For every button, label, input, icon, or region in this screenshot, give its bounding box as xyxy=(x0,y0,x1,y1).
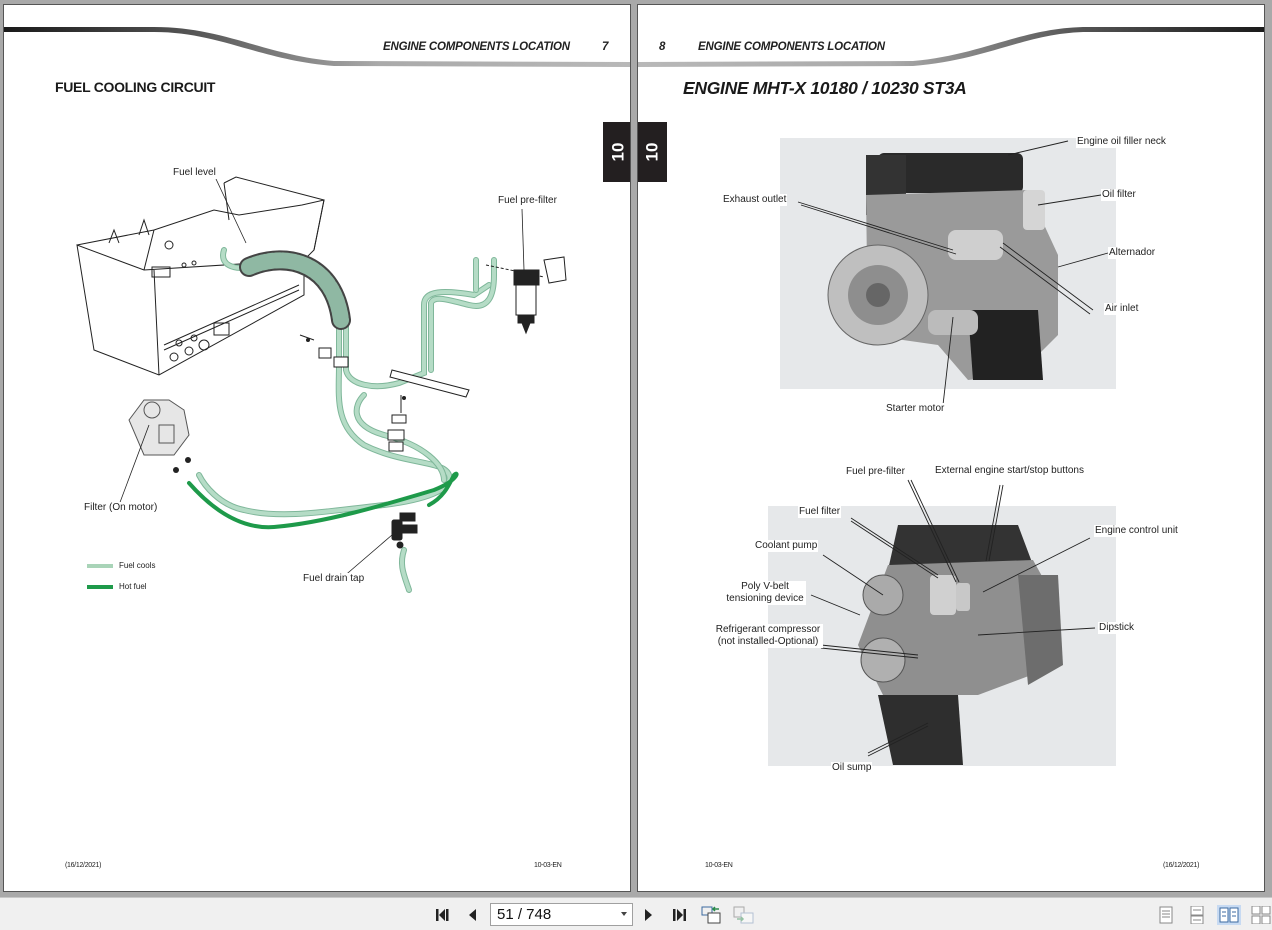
next-page-button[interactable] xyxy=(641,904,657,926)
label-alternador: Alternador xyxy=(1108,247,1157,259)
continuous-facing-icon xyxy=(1251,906,1271,924)
bolts xyxy=(173,338,406,473)
page-title: FUEL COOLING CIRCUIT xyxy=(55,79,216,95)
pre-filter-illustration xyxy=(485,256,567,335)
page-indicator-text: 51 / 748 xyxy=(497,906,552,923)
drain-tap-illustration xyxy=(391,512,418,549)
label-oil-sump: Oil sump xyxy=(831,762,873,774)
view-facing-button[interactable] xyxy=(1217,905,1241,925)
header-swoosh xyxy=(4,27,630,67)
fuel-circuit-diagram xyxy=(76,176,567,593)
label-exhaust-outlet: Exhaust outlet xyxy=(722,194,788,206)
chapter-tab: 10 xyxy=(603,122,630,182)
fuel-tank-illustration xyxy=(76,176,325,376)
view-single-page-button[interactable] xyxy=(1154,905,1178,925)
navigation-toolbar: 51 / 748 xyxy=(0,897,1272,930)
facing-pages-icon xyxy=(1219,907,1239,923)
right-page: 8 ENGINE COMPONENTS LOCATION ENGINE MHT-… xyxy=(637,4,1265,892)
hot-fuel-hose xyxy=(187,471,459,530)
label-poly-v-belt: Poly V-belt tensioning device xyxy=(724,581,806,605)
leader-lines-top xyxy=(797,140,1109,406)
label-fuel-pre-filter: Fuel pre-filter xyxy=(497,195,558,207)
first-page-button[interactable] xyxy=(432,904,454,926)
document-viewer: ENGINE COMPONENTS LOCATION 7 FUEL COOLIN… xyxy=(3,4,1265,892)
label-coolant-pump: Coolant pump xyxy=(754,540,819,552)
previous-page-icon xyxy=(469,909,476,921)
label-oil-filter: Oil filter xyxy=(1101,189,1137,201)
label-engine-control-unit: Engine control unit xyxy=(1094,525,1179,537)
footer-code: 10-03-EN xyxy=(705,862,733,869)
label-dipstick: Dipstick xyxy=(1098,622,1136,634)
engine-block-bottom xyxy=(858,525,1063,765)
next-page-icon xyxy=(645,909,652,921)
chapter-tab: 10 xyxy=(638,122,667,182)
label-engine-oil-filler-neck: Engine oil filler neck xyxy=(1076,136,1167,148)
running-head: ENGINE COMPONENTS LOCATION xyxy=(383,41,570,53)
page-number: 8 xyxy=(659,41,666,53)
label-fuel-level: Fuel level xyxy=(172,167,217,179)
header-swoosh xyxy=(638,27,1264,67)
label-filter-on-motor: Filter (On motor) xyxy=(83,502,159,514)
legend-label-hot-fuel: Hot fuel xyxy=(119,582,147,591)
page-number-input[interactable]: 51 / 748 xyxy=(490,903,633,926)
last-page-button[interactable] xyxy=(668,904,690,926)
footer-date: (16/12/2021) xyxy=(65,862,102,869)
last-page-icon xyxy=(673,909,686,921)
previous-page-button[interactable] xyxy=(463,904,481,926)
footer-date: (16/12/2021) xyxy=(1163,862,1200,869)
view-continuous-facing-button[interactable] xyxy=(1250,905,1272,925)
view-continuous-button[interactable] xyxy=(1185,905,1209,925)
legend-swatch-hot-fuel xyxy=(87,585,113,589)
label-fuel-pre-filter: Fuel pre-filter xyxy=(845,466,906,478)
first-page-icon xyxy=(436,909,449,921)
footer-code: 10-03-EN xyxy=(534,862,562,869)
continuous-page-icon xyxy=(1190,906,1204,924)
legend-label-fuel-cools: Fuel cools xyxy=(119,561,156,570)
leader-lines-bottom xyxy=(810,479,1096,757)
previous-view-button[interactable] xyxy=(700,904,724,926)
next-view-icon xyxy=(733,906,754,924)
page-number: 7 xyxy=(602,41,609,53)
label-refrigerant-compressor: Refrigerant compressor (not installed-Op… xyxy=(713,624,823,648)
mounting-rail xyxy=(299,334,470,452)
label-starter-motor: Starter motor xyxy=(885,403,946,415)
page-title: ENGINE MHT-X 10180 / 10230 ST3A xyxy=(683,78,967,98)
leader-lines xyxy=(118,178,525,579)
engine-bottom-illustration xyxy=(810,479,1096,765)
label-fuel-drain-tap: Fuel drain tap xyxy=(302,573,366,585)
engine-top-illustration xyxy=(797,140,1109,406)
motor-filter-illustration xyxy=(128,399,190,456)
next-view-button[interactable] xyxy=(732,904,756,926)
left-page: ENGINE COMPONENTS LOCATION 7 FUEL COOLIN… xyxy=(3,4,631,892)
label-fuel-filter: Fuel filter xyxy=(798,506,842,518)
label-external-start-stop-buttons: External engine start/stop buttons xyxy=(934,465,1085,477)
label-air-inlet: Air inlet xyxy=(1104,303,1140,315)
previous-view-icon xyxy=(701,906,721,924)
single-page-icon xyxy=(1159,906,1173,924)
legend-swatch-fuel-cools xyxy=(87,564,113,568)
running-head: ENGINE COMPONENTS LOCATION xyxy=(698,41,885,53)
dropdown-arrow-icon[interactable] xyxy=(621,912,627,916)
